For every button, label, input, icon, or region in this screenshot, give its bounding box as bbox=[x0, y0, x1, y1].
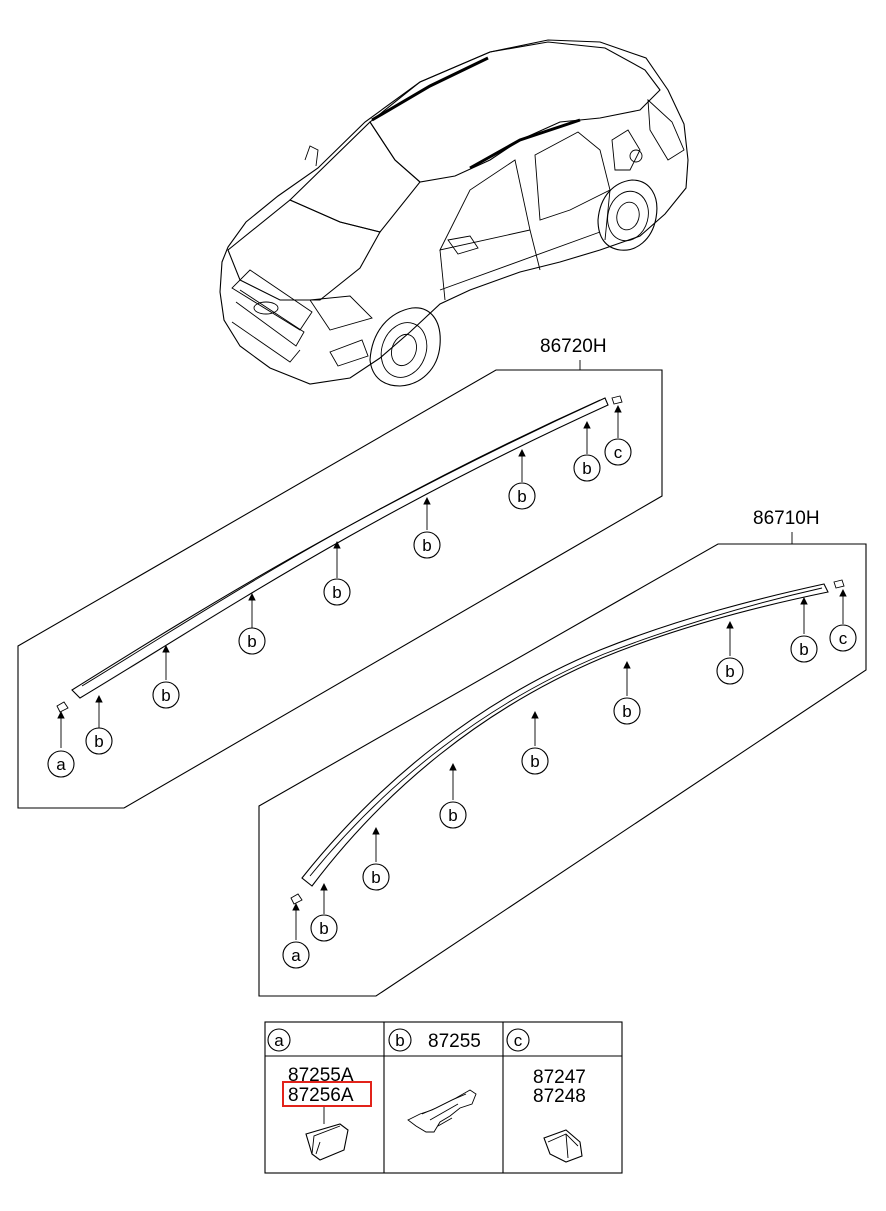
legend-a-part-number[interactable]: 87255A bbox=[288, 1065, 354, 1086]
callout-letter: b bbox=[332, 583, 341, 602]
lower-roof-molding-strip bbox=[301, 583, 829, 887]
legend-c-part-number[interactable]: 87247 bbox=[533, 1067, 586, 1088]
callout-b[interactable]: b bbox=[613, 697, 641, 725]
car-illustration bbox=[219, 39, 689, 387]
legend-callout-b: b bbox=[388, 1028, 412, 1052]
molding-clip-icon bbox=[407, 1089, 477, 1133]
callout-a[interactable]: a bbox=[47, 750, 75, 778]
legend-column-c: c 87247 87248 bbox=[506, 1028, 586, 1163]
callout-c[interactable]: c bbox=[604, 438, 632, 466]
parts-legend-table: a 87255A 87256A b 87255 bbox=[264, 1021, 623, 1174]
callout-b[interactable]: b bbox=[238, 627, 266, 655]
callout-letter: c bbox=[614, 443, 623, 462]
callout-letter: b bbox=[247, 632, 256, 651]
callout-letter: b bbox=[799, 640, 808, 659]
callout-b[interactable]: b bbox=[439, 801, 467, 829]
callout-letter: b bbox=[94, 732, 103, 751]
legend-b-part-number[interactable]: 87255 bbox=[428, 1031, 481, 1052]
callout-b[interactable]: b bbox=[716, 657, 744, 685]
lower-roof-molding-assembly: 86710H a b b bbox=[258, 508, 867, 997]
callout-b[interactable]: b bbox=[790, 635, 818, 663]
callout-b[interactable]: b bbox=[323, 578, 351, 606]
legend-column-b: b 87255 bbox=[388, 1028, 481, 1133]
end-cap-clip-icon bbox=[56, 701, 69, 713]
selection-highlight bbox=[282, 1081, 372, 1107]
callout-letter: b bbox=[530, 752, 539, 771]
legend-callout-c: c bbox=[506, 1028, 530, 1052]
callout-b[interactable]: b bbox=[362, 863, 390, 891]
legend-a-part-number-highlighted[interactable]: 87256A bbox=[288, 1085, 354, 1106]
callout-letter: b bbox=[725, 662, 734, 681]
lower-assembly-part-number[interactable]: 86710H bbox=[753, 508, 820, 529]
callout-letter: c bbox=[839, 629, 848, 648]
callout-b[interactable]: b bbox=[152, 681, 180, 709]
upper-roof-molding-assembly: 86720H a b b bbox=[17, 336, 663, 809]
svg-text:b: b bbox=[395, 1031, 404, 1050]
upper-assembly-part-number[interactable]: 86720H bbox=[540, 336, 607, 357]
legend-callout-a: a bbox=[267, 1028, 291, 1052]
legend-c-part-number[interactable]: 87248 bbox=[533, 1086, 586, 1107]
callout-letter: a bbox=[56, 755, 66, 774]
end-clip-icon bbox=[833, 579, 845, 589]
upper-roof-molding-strip bbox=[71, 397, 609, 699]
svg-text:c: c bbox=[514, 1031, 523, 1050]
upper-assembly-frame bbox=[17, 369, 663, 809]
callout-b[interactable]: b bbox=[508, 482, 536, 510]
callout-letter: b bbox=[422, 536, 431, 555]
callout-letter: b bbox=[448, 806, 457, 825]
end-clip-icon bbox=[611, 395, 623, 405]
callout-letter: b bbox=[582, 459, 591, 478]
end-clip-icon bbox=[543, 1129, 583, 1163]
callout-b[interactable]: b bbox=[573, 454, 601, 482]
callout-letter: b bbox=[371, 868, 380, 887]
callout-b[interactable]: b bbox=[413, 531, 441, 559]
callout-letter: b bbox=[517, 487, 526, 506]
callout-letter: a bbox=[291, 946, 301, 965]
svg-text:a: a bbox=[274, 1031, 284, 1050]
callout-b[interactable]: b bbox=[310, 914, 338, 942]
callout-a[interactable]: a bbox=[282, 941, 310, 969]
callout-letter: b bbox=[622, 702, 631, 721]
lower-assembly-frame bbox=[258, 543, 867, 997]
end-cap-clip-icon bbox=[290, 893, 303, 905]
end-cap-clip-icon bbox=[305, 1123, 349, 1161]
callout-letter: b bbox=[319, 919, 328, 938]
callout-c[interactable]: c bbox=[829, 624, 857, 652]
legend-column-a: a 87255A 87256A bbox=[267, 1028, 372, 1161]
callout-b[interactable]: b bbox=[85, 727, 113, 755]
callout-b[interactable]: b bbox=[521, 747, 549, 775]
callout-letter: b bbox=[161, 686, 170, 705]
